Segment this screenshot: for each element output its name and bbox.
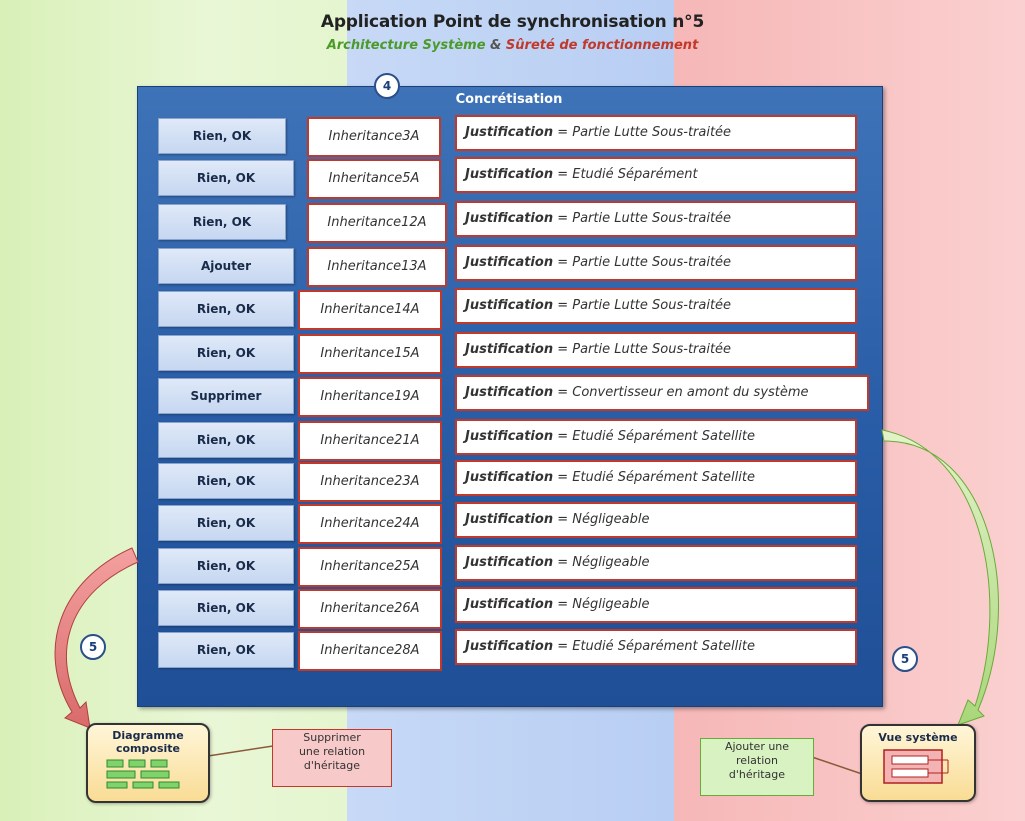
subtitle-ampersand: & xyxy=(485,38,506,53)
justification-label: Justification xyxy=(465,211,554,226)
panel-title: Concrétisation xyxy=(455,92,563,107)
note-left-line3: d'héritage xyxy=(303,759,361,772)
justification-field[interactable]: Justification = Partie Lutte Sous-traité… xyxy=(455,245,857,281)
justification-value: = Négligeable xyxy=(553,555,650,570)
note-right-line3: d'héritage xyxy=(728,768,786,781)
action-button[interactable]: Ajouter xyxy=(158,248,294,284)
note-supprimer-heritage: Supprimer une relation d'héritage xyxy=(272,729,392,787)
inheritance-name[interactable]: Inheritance3A xyxy=(307,117,441,157)
composite-diagram-icon xyxy=(106,759,180,789)
justification-label: Justification xyxy=(465,342,554,357)
inheritance-name[interactable]: Inheritance14A xyxy=(298,290,442,330)
justification-label: Justification xyxy=(465,429,554,444)
inheritance-name[interactable]: Inheritance21A xyxy=(298,421,442,461)
step-5-badge-left: 5 xyxy=(80,634,106,660)
inheritance-name[interactable]: Inheritance28A xyxy=(298,631,442,671)
right-curved-arrow xyxy=(881,429,999,726)
justification-label: Justification xyxy=(465,470,554,485)
inheritance-name[interactable]: Inheritance26A xyxy=(298,589,442,629)
justification-field[interactable]: Justification = Partie Lutte Sous-traité… xyxy=(455,332,857,368)
justification-field[interactable]: Justification = Etudié Séparément Satell… xyxy=(455,629,857,665)
subtitle-surete: Sûreté de fonctionnement xyxy=(505,38,699,53)
justification-value: = Etudié Séparément Satellite xyxy=(553,639,755,654)
justification-value: = Partie Lutte Sous-traitée xyxy=(553,255,732,270)
box-label-line2: composite xyxy=(115,742,180,755)
inheritance-name[interactable]: Inheritance12A xyxy=(307,203,447,243)
justification-value: = Etudié Séparément Satellite xyxy=(553,470,755,485)
justification-value: = Etudié Séparément Satellite xyxy=(553,429,755,444)
action-button[interactable]: Rien, OK xyxy=(158,291,294,327)
action-button[interactable]: Rien, OK xyxy=(158,204,286,240)
justification-label: Justification xyxy=(465,167,554,182)
page-subtitle: Architecture Système & Sûreté de fonctio… xyxy=(0,38,1025,53)
inheritance-name[interactable]: Inheritance23A xyxy=(298,462,442,502)
justification-label: Justification xyxy=(465,512,554,527)
justification-value: = Négligeable xyxy=(553,512,650,527)
justification-value: = Etudié Séparément xyxy=(553,167,698,182)
action-button[interactable]: Rien, OK xyxy=(158,548,294,584)
box-label-line1: Diagramme xyxy=(112,729,184,742)
justification-field[interactable]: Justification = Etudié Séparément Satell… xyxy=(455,419,857,455)
justification-label: Justification xyxy=(465,385,554,400)
action-button[interactable]: Rien, OK xyxy=(158,118,286,154)
justification-value: = Partie Lutte Sous-traitée xyxy=(553,211,732,226)
page-title: Application Point de synchronisation n°5 xyxy=(320,12,705,32)
action-button[interactable]: Rien, OK xyxy=(158,422,294,458)
diagramme-composite-box[interactable]: Diagramme composite xyxy=(86,723,210,803)
justification-field[interactable]: Justification = Etudié Séparément xyxy=(455,157,857,193)
note-left-line1: Supprimer xyxy=(303,731,361,744)
justification-value: = Négligeable xyxy=(553,597,650,612)
inheritance-name[interactable]: Inheritance24A xyxy=(298,504,442,544)
note-right-line1: Ajouter une xyxy=(724,740,790,753)
justification-label: Justification xyxy=(465,555,554,570)
inheritance-name[interactable]: Inheritance5A xyxy=(307,159,441,199)
action-button[interactable]: Rien, OK xyxy=(158,505,294,541)
left-note-connector xyxy=(207,745,274,757)
justification-field[interactable]: Justification = Convertisseur en amont d… xyxy=(455,375,869,411)
justification-label: Justification xyxy=(465,125,554,140)
right-note-connector xyxy=(811,756,869,777)
justification-label: Justification xyxy=(465,639,554,654)
justification-label: Justification xyxy=(465,298,554,313)
step-4-badge: 4 xyxy=(374,73,400,99)
justification-field[interactable]: Justification = Partie Lutte Sous-traité… xyxy=(455,288,857,324)
justification-label: Justification xyxy=(465,597,554,612)
subtitle-architecture: Architecture Système xyxy=(326,38,486,53)
justification-field[interactable]: Justification = Partie Lutte Sous-traité… xyxy=(455,115,857,151)
vue-systeme-label: Vue système xyxy=(878,731,958,744)
justification-value: = Partie Lutte Sous-traitée xyxy=(553,125,732,140)
vue-systeme-box[interactable]: Vue système xyxy=(860,724,976,802)
justification-value: = Partie Lutte Sous-traitée xyxy=(553,298,732,313)
action-button[interactable]: Rien, OK xyxy=(158,463,294,499)
justification-field[interactable]: Justification = Négligeable xyxy=(455,587,857,623)
justification-label: Justification xyxy=(465,255,554,270)
justification-value: = Partie Lutte Sous-traitée xyxy=(553,342,732,357)
justification-field[interactable]: Justification = Négligeable xyxy=(455,545,857,581)
note-left-line2: une relation xyxy=(298,745,366,758)
inheritance-name[interactable]: Inheritance19A xyxy=(298,377,442,417)
action-button[interactable]: Rien, OK xyxy=(158,632,294,668)
note-ajouter-heritage: Ajouter une relation d'héritage xyxy=(700,738,814,796)
justification-field[interactable]: Justification = Négligeable xyxy=(455,502,857,538)
action-button[interactable]: Rien, OK xyxy=(158,335,294,371)
action-button[interactable]: Rien, OK xyxy=(158,590,294,626)
step-5-badge-right: 5 xyxy=(892,646,918,672)
note-right-line2: relation xyxy=(736,754,778,767)
inheritance-name[interactable]: Inheritance13A xyxy=(307,247,447,287)
justification-field[interactable]: Justification = Partie Lutte Sous-traité… xyxy=(455,201,857,237)
action-button[interactable]: Supprimer xyxy=(158,378,294,414)
system-view-icon xyxy=(883,749,949,784)
action-button[interactable]: Rien, OK xyxy=(158,160,294,196)
inheritance-name[interactable]: Inheritance25A xyxy=(298,547,442,587)
inheritance-name[interactable]: Inheritance15A xyxy=(298,334,442,374)
justification-value: = Convertisseur en amont du système xyxy=(553,385,809,400)
justification-field[interactable]: Justification = Etudié Séparément Satell… xyxy=(455,460,857,496)
